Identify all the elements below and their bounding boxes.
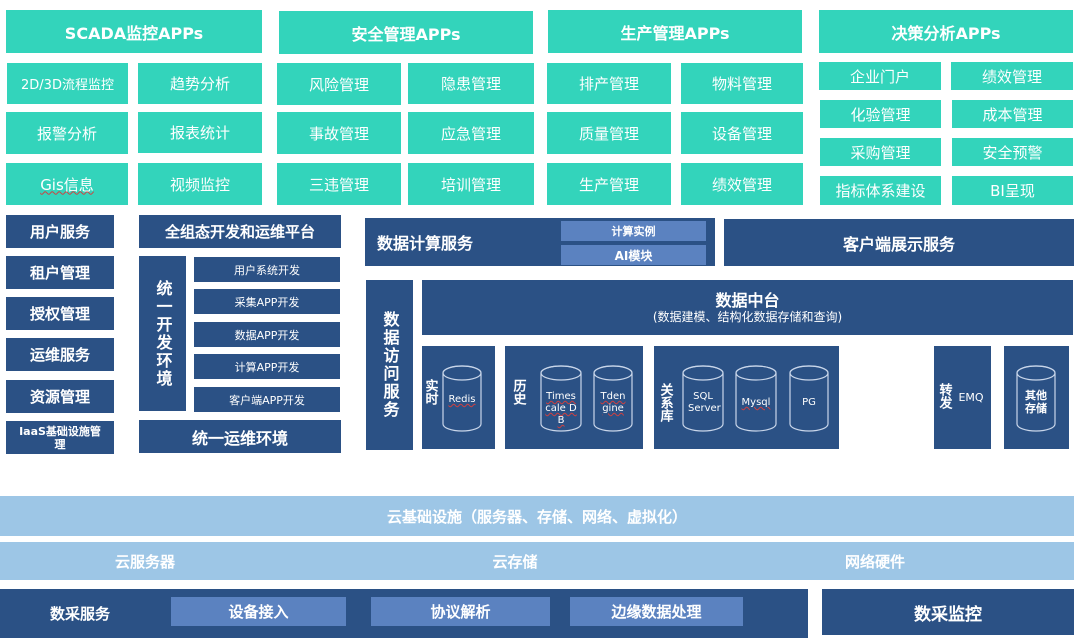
db-name: Mysql bbox=[741, 397, 771, 408]
app-group-title: 生产管理APPs bbox=[548, 10, 802, 53]
cloud-hardware-row bbox=[0, 542, 1074, 580]
data-platform-subtitle: (数据建模、结构化数据存储和查询) bbox=[652, 309, 843, 324]
database-icon bbox=[735, 365, 777, 432]
database-icon bbox=[593, 365, 633, 432]
db-sqlserver[interactable]: SQL Server bbox=[682, 365, 724, 432]
app-tile[interactable]: 企业门户 bbox=[819, 62, 941, 90]
realtime-label-box: 实时 bbox=[422, 372, 438, 412]
app-tile[interactable]: 化验管理 bbox=[820, 100, 941, 128]
app-tile[interactable]: 事故管理 bbox=[277, 112, 401, 154]
service-item[interactable]: 用户服务 bbox=[6, 215, 114, 248]
app-tile[interactable]: 质量管理 bbox=[547, 112, 671, 154]
database-icon bbox=[442, 365, 482, 432]
forward-label-box: 转发 bbox=[936, 376, 952, 416]
app-tile[interactable]: 报表统计 bbox=[138, 112, 262, 153]
db-tdengine[interactable]: Tdengine bbox=[593, 365, 633, 432]
db-mysql[interactable]: Mysql bbox=[735, 365, 777, 432]
database-icon bbox=[682, 365, 724, 432]
db-name: Redis bbox=[448, 394, 476, 405]
app-tile-label: Gis信息 bbox=[40, 175, 94, 194]
history-label: 历史 bbox=[510, 379, 526, 405]
data-access-service[interactable]: 数据访问服务 bbox=[366, 280, 413, 450]
network-hardware[interactable]: 网络硬件 bbox=[844, 552, 905, 571]
db-name: SQL Server bbox=[688, 391, 721, 414]
data-platform[interactable]: 数据中台 (数据建模、结构化数据存储和查询) bbox=[422, 280, 1073, 335]
history-storage[interactable] bbox=[505, 346, 643, 449]
dev-item[interactable]: 客户端APP开发 bbox=[194, 387, 340, 412]
app-tile[interactable]: 风险管理 bbox=[277, 63, 401, 105]
app-tile[interactable]: 安全预警 bbox=[952, 138, 1073, 166]
app-tile[interactable]: 趋势分析 bbox=[138, 63, 262, 104]
acquisition-service[interactable]: 数采服务 bbox=[49, 605, 110, 623]
app-tile[interactable]: 应急管理 bbox=[408, 112, 534, 154]
db-name: Tdengine bbox=[600, 391, 626, 414]
ops-env: 统一运维环境 bbox=[139, 420, 341, 453]
other-storage[interactable] bbox=[1004, 346, 1069, 449]
forward-label: 转发 bbox=[936, 383, 952, 409]
app-tile[interactable]: 设备管理 bbox=[681, 112, 803, 154]
app-tile[interactable]: 绩效管理 bbox=[951, 62, 1073, 90]
app-tile[interactable]: 成本管理 bbox=[952, 100, 1073, 128]
cloud-infrastructure[interactable]: 云基础设施（服务器、存储、网络、虚拟化） bbox=[0, 496, 1074, 536]
app-tile[interactable]: 指标体系建设 bbox=[820, 176, 941, 205]
realtime-label: 实时 bbox=[422, 379, 438, 405]
db-other[interactable]: 其他存储 bbox=[1016, 365, 1056, 432]
db-timescaledb[interactable]: Timescale DB bbox=[540, 365, 582, 432]
dev-item[interactable]: 用户系统开发 bbox=[194, 257, 340, 282]
cloud-server[interactable]: 云服务器 bbox=[114, 552, 175, 571]
db-pg[interactable]: PG bbox=[789, 365, 829, 432]
app-tile[interactable]: 三违管理 bbox=[277, 163, 401, 205]
history-label-box: 历史 bbox=[510, 372, 526, 412]
edge-data-processing[interactable]: 边缘数据处理 bbox=[570, 597, 743, 626]
app-tile[interactable]: 报警分析 bbox=[6, 112, 128, 154]
service-item[interactable]: 授权管理 bbox=[6, 297, 114, 330]
db-name: PG bbox=[802, 397, 816, 408]
database-icon bbox=[540, 365, 582, 432]
dev-platform-title: 全组态开发和运维平台 bbox=[139, 215, 341, 248]
app-tile[interactable]: 隐患管理 bbox=[408, 63, 534, 104]
protocol-parsing[interactable]: 协议解析 bbox=[371, 597, 550, 626]
data-access-label: 数据访问服务 bbox=[380, 311, 400, 419]
client-display-service[interactable]: 客户端展示服务 bbox=[724, 219, 1074, 266]
compute-service-title: 数据计算服务 bbox=[377, 234, 474, 253]
emq-label: EMQ bbox=[954, 388, 988, 406]
service-item[interactable]: IaaS基础设施管理 bbox=[6, 421, 114, 454]
app-tile[interactable]: 物料管理 bbox=[681, 63, 803, 104]
db-name: Timescale DB bbox=[545, 391, 577, 426]
dev-env-box: 统一开发环境 bbox=[139, 256, 186, 411]
app-tile[interactable]: 生产管理 bbox=[547, 163, 671, 205]
data-platform-title: 数据中台 bbox=[715, 290, 780, 310]
relational-label-box: 关系库 bbox=[657, 375, 673, 430]
ai-module[interactable]: AI模块 bbox=[561, 245, 706, 265]
app-group-title: 安全管理APPs bbox=[279, 11, 533, 54]
app-group-title: 决策分析APPs bbox=[819, 10, 1073, 53]
compute-instance[interactable]: 计算实例 bbox=[561, 221, 706, 241]
app-tile[interactable]: 绩效管理 bbox=[681, 163, 803, 205]
db-redis[interactable]: Redis bbox=[442, 365, 482, 432]
database-icon bbox=[1016, 365, 1056, 432]
device-access[interactable]: 设备接入 bbox=[171, 597, 346, 626]
app-tile[interactable]: BI呈现 bbox=[952, 176, 1073, 205]
app-tile[interactable]: 视频监控 bbox=[138, 163, 262, 205]
app-tile[interactable]: 排产管理 bbox=[547, 63, 671, 104]
service-item[interactable]: 资源管理 bbox=[6, 380, 114, 413]
app-tile[interactable]: Gis信息 bbox=[6, 163, 128, 205]
database-icon bbox=[789, 365, 829, 432]
app-group-title: SCADA监控APPs bbox=[6, 10, 262, 53]
app-tile[interactable]: 采购管理 bbox=[820, 138, 941, 166]
relational-storage[interactable] bbox=[654, 346, 839, 449]
service-item[interactable]: 租户管理 bbox=[6, 256, 114, 289]
app-tile[interactable]: 2D/3D流程监控 bbox=[7, 63, 128, 104]
db-name: 其他存储 bbox=[1025, 389, 1047, 415]
relational-label: 关系库 bbox=[657, 383, 673, 422]
dev-item[interactable]: 计算APP开发 bbox=[194, 354, 340, 379]
acquisition-monitor[interactable]: 数采监控 bbox=[822, 589, 1074, 635]
app-tile[interactable]: 培训管理 bbox=[408, 163, 534, 205]
dev-item[interactable]: 采集APP开发 bbox=[194, 289, 340, 314]
cloud-storage[interactable]: 云存储 bbox=[492, 552, 538, 571]
dev-env-label: 统一开发环境 bbox=[153, 279, 173, 388]
service-item[interactable]: 运维服务 bbox=[6, 338, 114, 371]
dev-item[interactable]: 数据APP开发 bbox=[194, 322, 340, 347]
